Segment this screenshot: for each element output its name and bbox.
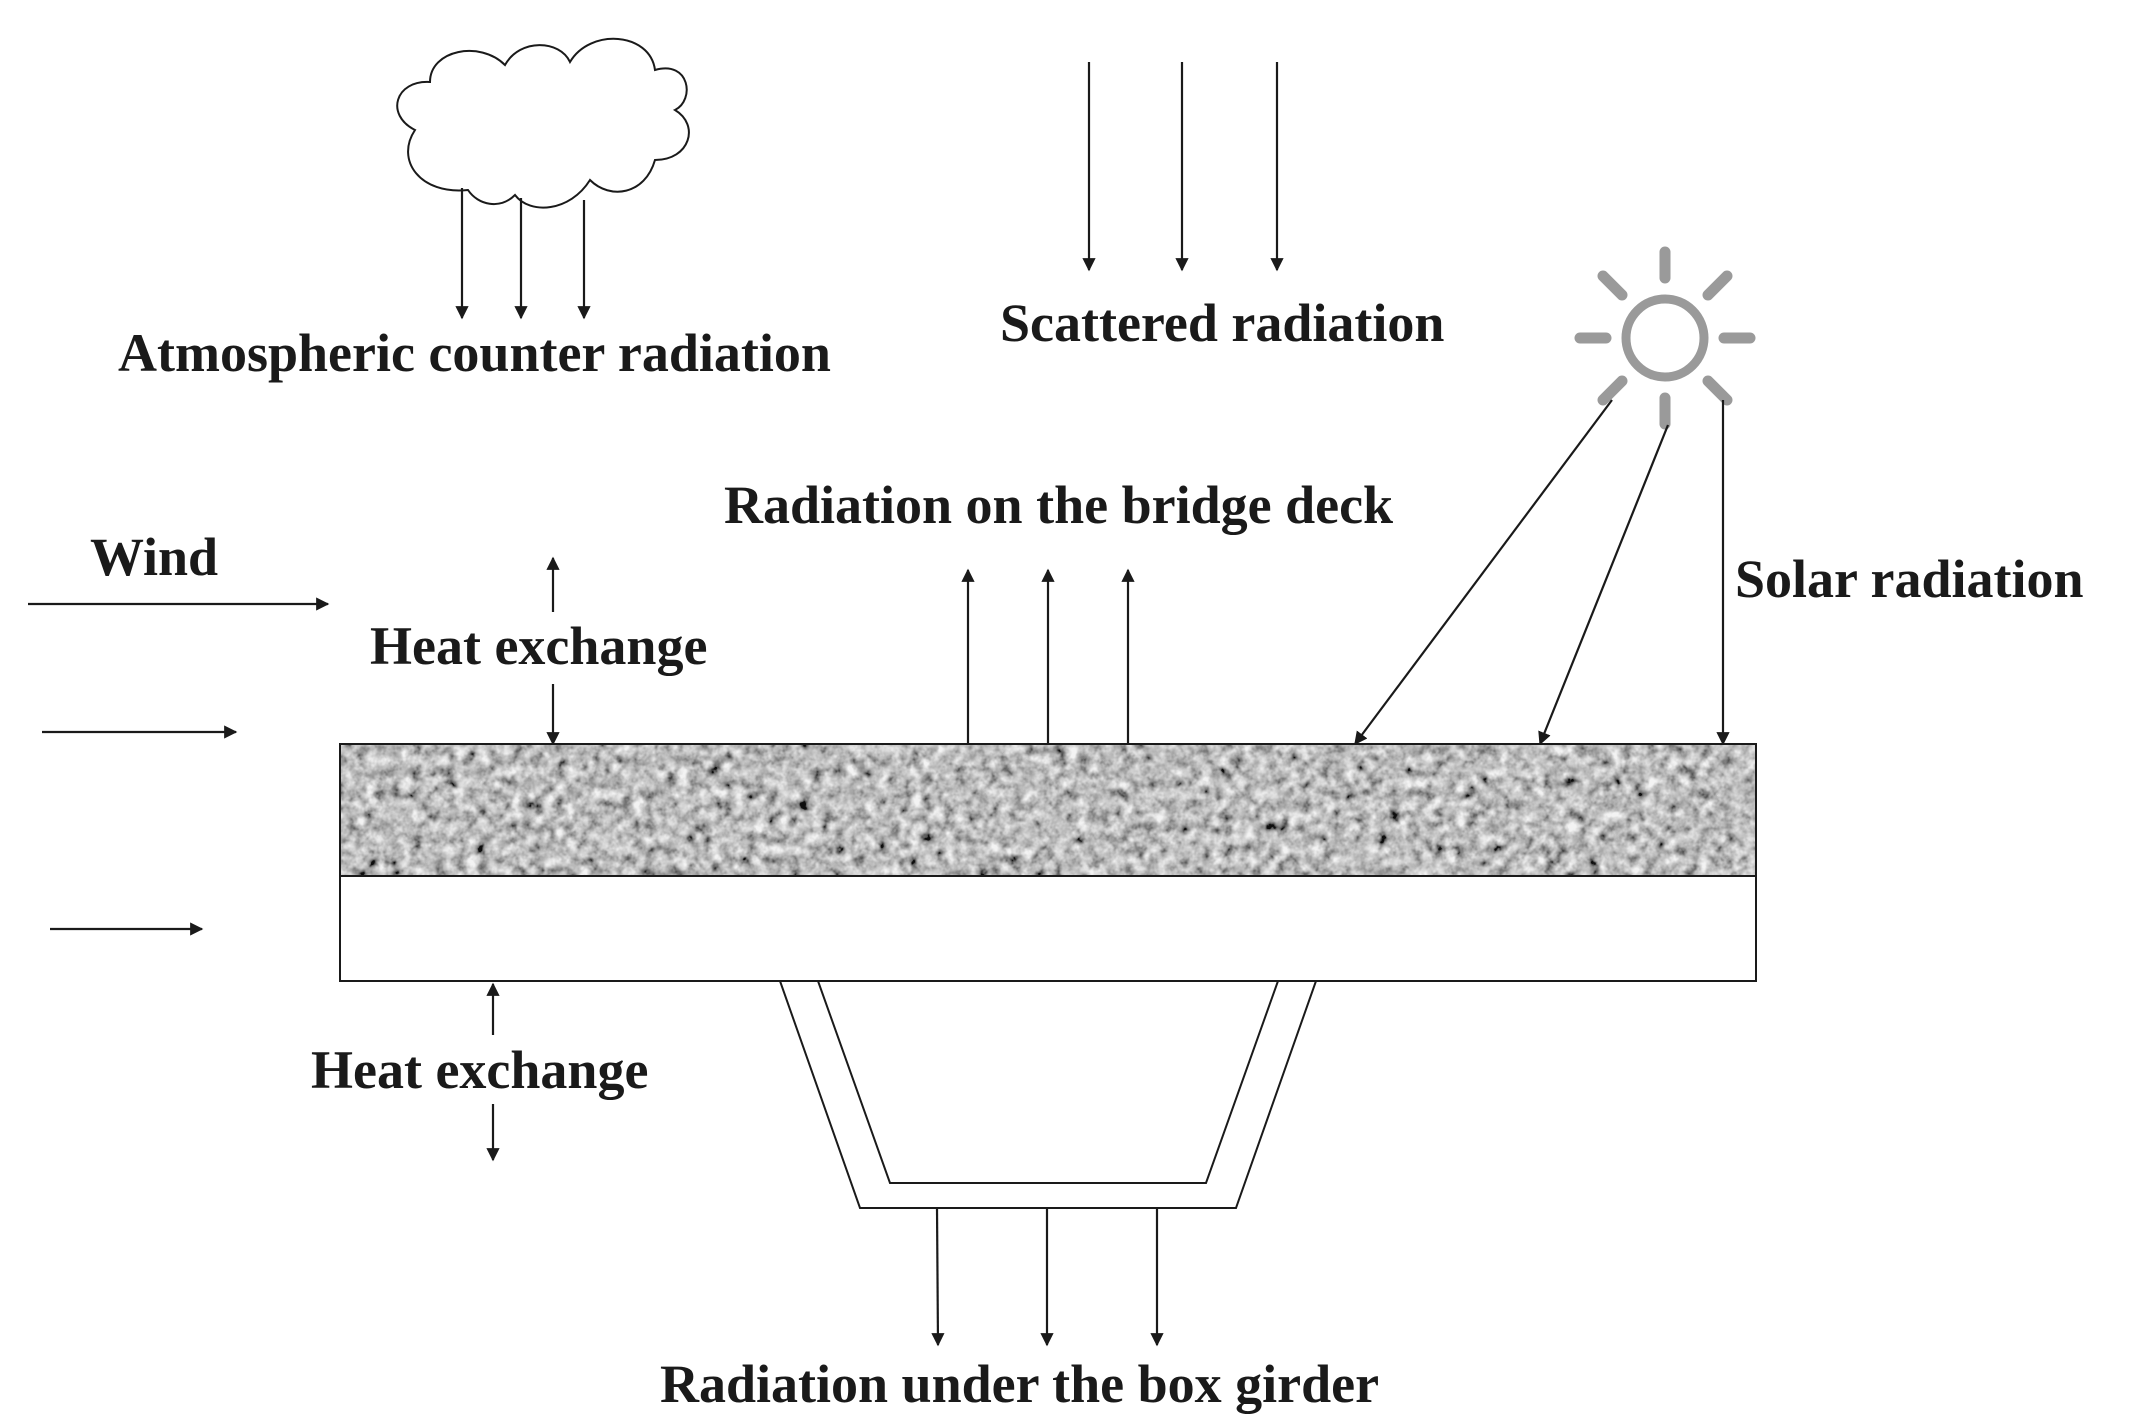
heat-exchange-bottom-label: Heat exchange xyxy=(311,1040,648,1100)
radiation-on-bridge-deck-label: Radiation on the bridge deck xyxy=(724,475,1393,535)
sun-icon xyxy=(1574,246,1756,430)
cloud-icon xyxy=(396,38,690,320)
solar-radiation-arrows xyxy=(1354,399,1730,746)
deck-radiation-arrows xyxy=(961,568,1135,744)
box-girder xyxy=(779,980,1317,1209)
girder-radiation-arrows xyxy=(931,1207,1164,1347)
wind-arrows xyxy=(28,597,330,936)
solar-radiation-label: Solar radiation xyxy=(1735,549,2084,609)
bridge-deck xyxy=(339,743,1757,982)
scattered-radiation-label: Scattered radiation xyxy=(1000,293,1444,353)
atmospheric-counter-radiation-label: Atmospheric counter radiation xyxy=(118,323,831,383)
wind-label: Wind xyxy=(90,527,218,587)
heat-exchange-top-label: Heat exchange xyxy=(370,616,707,676)
radiation-under-box-girder-label: Radiation under the box girder xyxy=(660,1354,1379,1414)
concrete-slab xyxy=(339,875,1757,982)
scattered-radiation-arrows xyxy=(1082,62,1284,272)
